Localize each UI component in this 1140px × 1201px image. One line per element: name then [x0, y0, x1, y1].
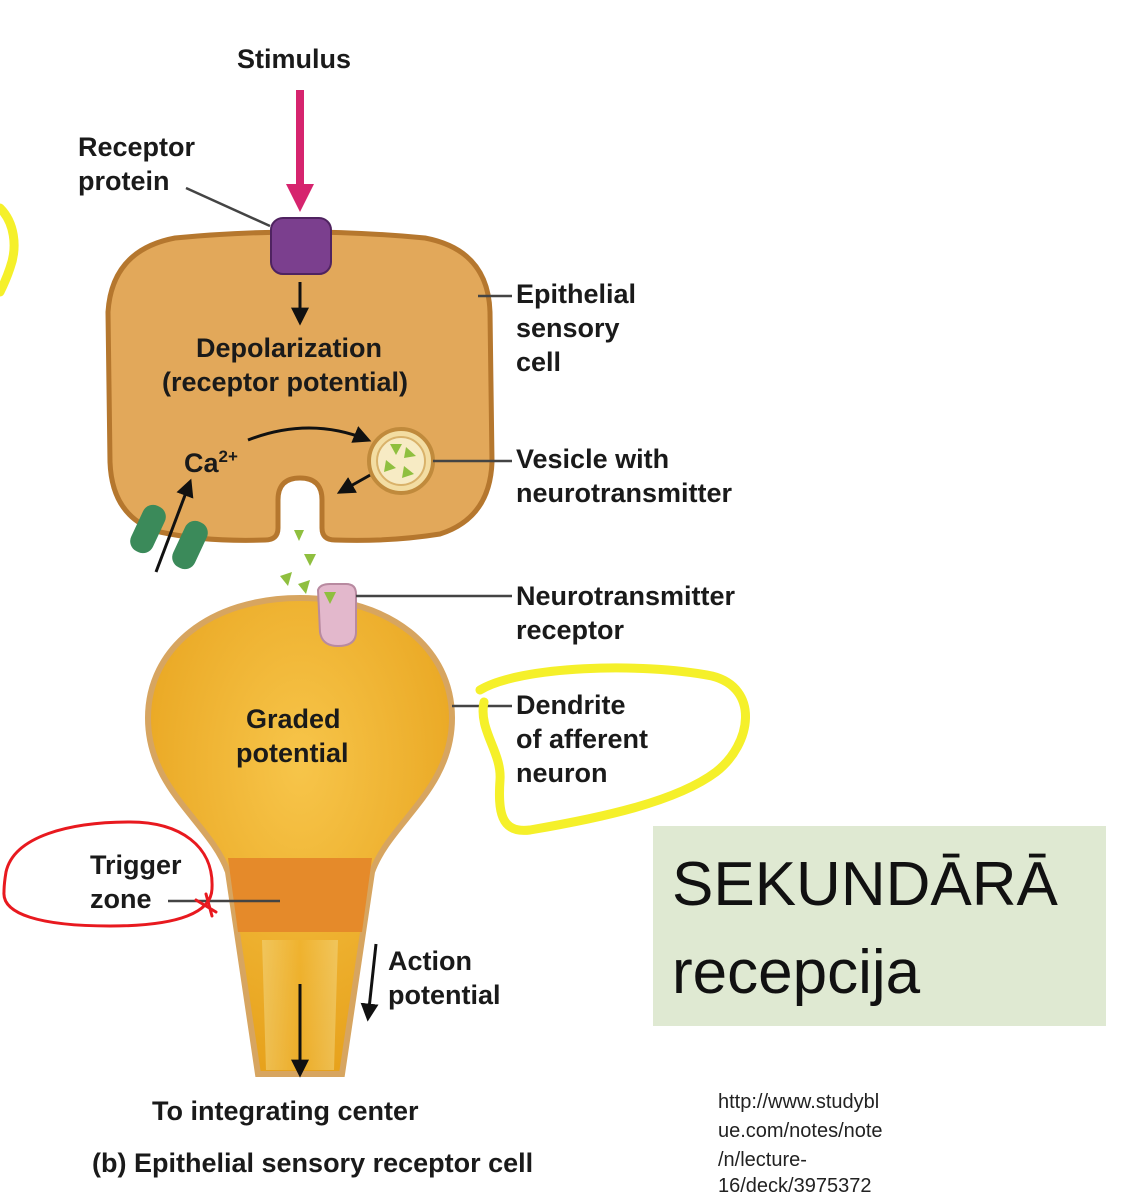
ca-to-vesicle-arrow — [247, 426, 372, 443]
epithelial-cell-label-line-1: Epithelial — [516, 279, 637, 309]
dendrite-label-line-3: neuron — [516, 758, 608, 788]
released-nt-4 — [298, 580, 310, 594]
depolarization-label-line-1: Depolarization — [196, 333, 383, 363]
action-potential-arrow — [360, 943, 379, 1022]
sekundara-line-1: SEKUNDĀRĀ — [672, 850, 1058, 919]
vesicle-nt-3 — [384, 460, 396, 472]
dendrite-label-line-1: Dendrite — [516, 690, 626, 720]
receptor-protein-label-line-1: Receptor — [78, 132, 196, 162]
ca-influx-arrow — [154, 478, 194, 573]
nt-receptor — [316, 583, 357, 648]
figure-caption: (b) Epithelial sensory receptor cell — [92, 1148, 533, 1179]
released-nt-2 — [304, 554, 316, 566]
ca-text: Ca — [184, 448, 219, 478]
released-nt-3 — [280, 572, 292, 586]
nt-receptor-label-line-2: receptor — [516, 615, 625, 645]
released-nt-1 — [294, 530, 304, 541]
source-url-line-1: http://www.studybl — [718, 1091, 880, 1113]
sekundara-line-2: recepcija — [672, 938, 921, 1007]
trigger-zone-label-line-2: zone — [90, 884, 152, 914]
caption-prefix: (b) — [92, 1148, 127, 1178]
source-url-line-2: ue.com/notes/note — [718, 1120, 883, 1142]
source-url-line-4: 16/deck/3975372 — [718, 1175, 872, 1197]
epithelial-cell-label-line-3: cell — [516, 347, 562, 377]
integrating-center-label: To integrating center — [152, 1096, 419, 1126]
trigger-zone-label-line-1: Trigger — [90, 850, 182, 880]
vesicle-nt-2 — [404, 447, 416, 458]
stimulus-label: Stimulus — [237, 44, 352, 74]
ion-channel-right — [172, 520, 208, 570]
source-url-line-3: /n/lecture- — [718, 1149, 807, 1171]
action-potential-label-line-2: potential — [388, 980, 501, 1010]
vesicle-inner — [376, 436, 426, 486]
vesicle-label-line-2: neurotransmitter — [516, 478, 733, 508]
vesicle-nt-4 — [402, 466, 414, 478]
caption-text: Epithelial sensory receptor cell — [134, 1148, 534, 1178]
receptor-protein-label-line-2: protein — [78, 166, 170, 196]
stimulus-arrow-head — [286, 184, 314, 212]
nt-bound — [324, 592, 336, 604]
dendrite-label-line-2: of afferent — [516, 724, 649, 754]
depolarization-label-line-2: (receptor potential) — [162, 367, 409, 397]
receptor-protein — [270, 217, 332, 275]
left-edge-highlight — [0, 203, 19, 297]
ca-superscript: 2+ — [218, 447, 238, 466]
ion-channel-left — [130, 504, 166, 554]
vesicle-to-membrane-arrow — [336, 472, 373, 494]
epithelial-cell-label-line-2: sensory — [516, 313, 620, 343]
trigger-zone-band — [228, 858, 372, 932]
vesicle-label-line-1: Vesicle with — [516, 444, 670, 474]
graded-potential-label-line-2: potential — [236, 738, 349, 768]
vesicle-nt-1 — [390, 444, 402, 455]
dendrite-highlight — [475, 663, 750, 835]
receptor-protein-leader — [185, 186, 271, 228]
ca-label: Ca2+ — [184, 440, 238, 480]
sekundara-box — [653, 826, 1106, 1026]
trigger-zone-highlight — [2, 820, 218, 928]
nt-receptor-label-line-1: Neurotransmitter — [516, 581, 736, 611]
graded-potential-label-line-1: Graded — [246, 704, 341, 734]
action-potential-label-line-1: Action — [388, 946, 472, 976]
